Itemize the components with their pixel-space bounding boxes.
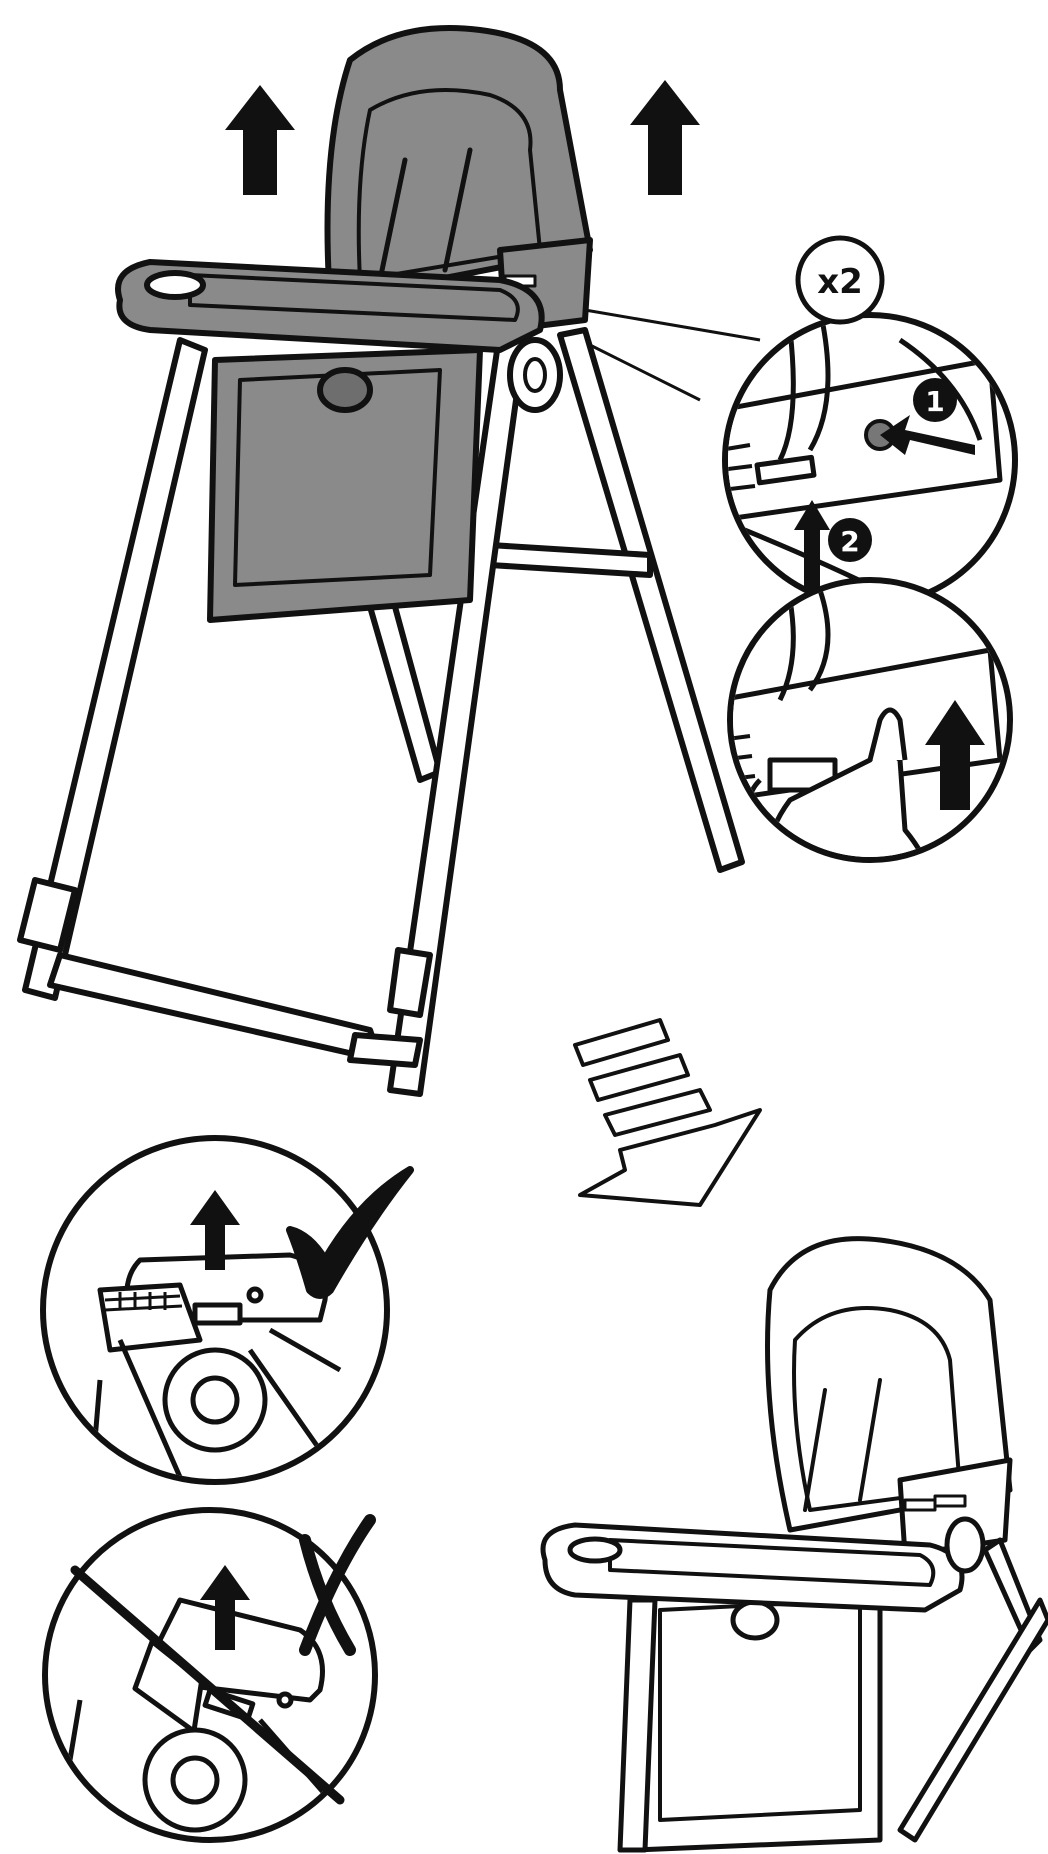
incorrect-up-arrow	[200, 1565, 250, 1650]
svg-text:2: 2	[840, 525, 859, 558]
highchair-low	[540, 1236, 1048, 1853]
correct-example	[40, 1135, 414, 1485]
strike-line	[70, 1565, 345, 1805]
slide-arrow	[794, 500, 830, 590]
crotch-strap-buckle	[317, 367, 373, 413]
up-arrows	[225, 80, 700, 195]
harness	[377, 147, 473, 283]
tray-inner	[188, 273, 520, 322]
tray-cup-holder	[144, 270, 206, 300]
low-harness	[803, 1378, 882, 1512]
low-tray-inner	[608, 1538, 936, 1587]
low-frame-base	[897, 1597, 1048, 1843]
cross-icon	[299, 1514, 376, 1656]
push-up-arrow	[925, 700, 985, 810]
press-arrow	[880, 415, 975, 455]
step-marker-1: 1	[913, 378, 957, 422]
detail-release-step: 1 2	[722, 312, 1018, 608]
checkmark-icon	[286, 1166, 414, 1299]
transition-arrow	[573, 1018, 762, 1207]
low-tray-cup-holder	[567, 1536, 623, 1564]
highchair-tall	[17, 25, 745, 1097]
incorrect-example	[42, 1507, 378, 1843]
side-knob-center	[523, 357, 547, 393]
backrest-inner	[356, 88, 542, 282]
svg-text:1: 1	[925, 385, 944, 418]
low-crotch-buckle	[730, 1599, 780, 1641]
quantity-badge: x2	[795, 235, 885, 325]
seat-pad	[233, 368, 442, 587]
correct-up-arrow	[190, 1190, 240, 1270]
low-side-knob	[944, 1516, 986, 1574]
low-side-buttons	[903, 1494, 967, 1512]
callout-pointer-lines	[584, 308, 761, 402]
arrow-up-right	[630, 80, 700, 195]
step-marker-2: 2	[828, 518, 872, 562]
arrow-up-left	[225, 85, 295, 195]
front-legs	[17, 327, 528, 1097]
detail-push-up-step	[727, 577, 1013, 863]
quantity-badge-label: x2	[817, 262, 863, 302]
low-front-leg	[617, 1597, 658, 1853]
